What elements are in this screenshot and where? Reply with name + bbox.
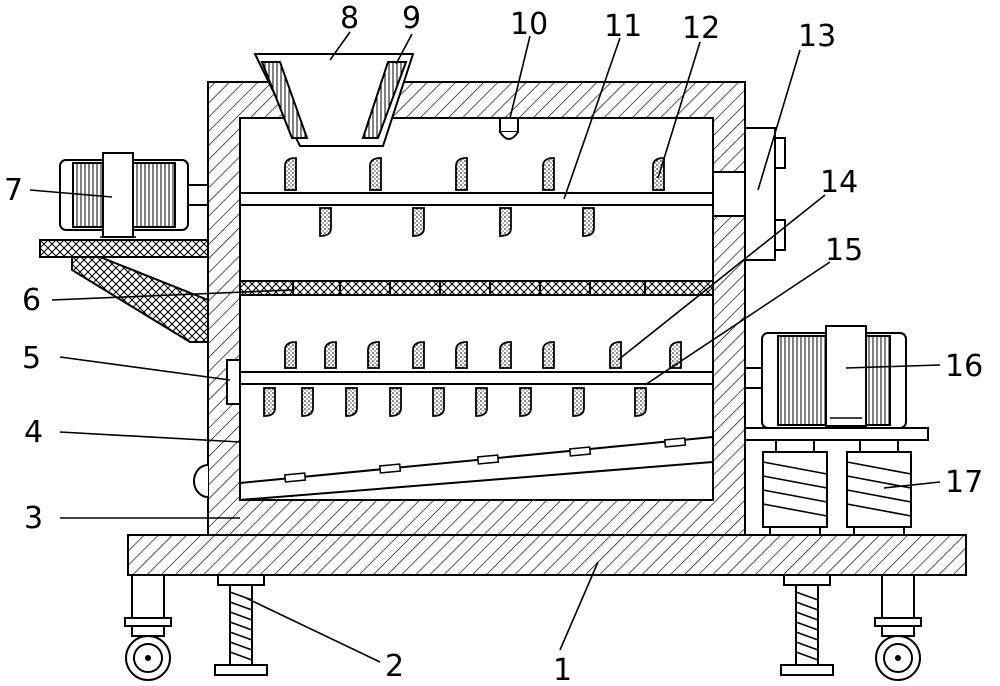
upper-shaft [239, 192, 714, 206]
label-14: 14 [820, 165, 858, 200]
label-15: 15 [825, 233, 863, 268]
platform-spring-left [762, 439, 828, 536]
label-17: 17 [945, 465, 983, 500]
label-7: 7 [4, 173, 23, 208]
platform-spring-right [846, 439, 912, 536]
spray-nozzle [499, 117, 519, 140]
right-motor [744, 325, 907, 429]
label-1: 1 [553, 653, 572, 686]
label-2: 2 [385, 649, 404, 684]
label-8: 8 [340, 1, 359, 36]
feed-hopper [253, 53, 415, 147]
inclined-screen [239, 435, 714, 502]
lower-shaft [239, 371, 714, 385]
label-11: 11 [604, 9, 642, 44]
foot-spring-left [214, 574, 268, 676]
label-4: 4 [24, 415, 43, 450]
lower-blades [263, 341, 682, 417]
motor-shelf [39, 239, 209, 258]
upper-blades [284, 157, 665, 237]
shelf-brace [71, 256, 209, 343]
label-16: 16 [945, 349, 983, 384]
side-port [226, 359, 241, 405]
label-12: 12 [682, 11, 720, 46]
label-3: 3 [24, 501, 43, 536]
label-5: 5 [22, 341, 41, 376]
outlet-half-circle [193, 464, 209, 498]
left-motor [59, 152, 209, 238]
label-13: 13 [798, 19, 836, 54]
foot-spring-right [780, 574, 834, 676]
caster-left [124, 574, 172, 681]
label-6: 6 [22, 283, 41, 318]
motor-platform [744, 427, 929, 441]
leader-lines [29, 31, 941, 663]
base-plate [127, 534, 967, 576]
label-9: 9 [402, 1, 421, 36]
caster-right [874, 574, 922, 681]
screen-plate [239, 280, 714, 296]
label-10: 10 [510, 7, 548, 42]
